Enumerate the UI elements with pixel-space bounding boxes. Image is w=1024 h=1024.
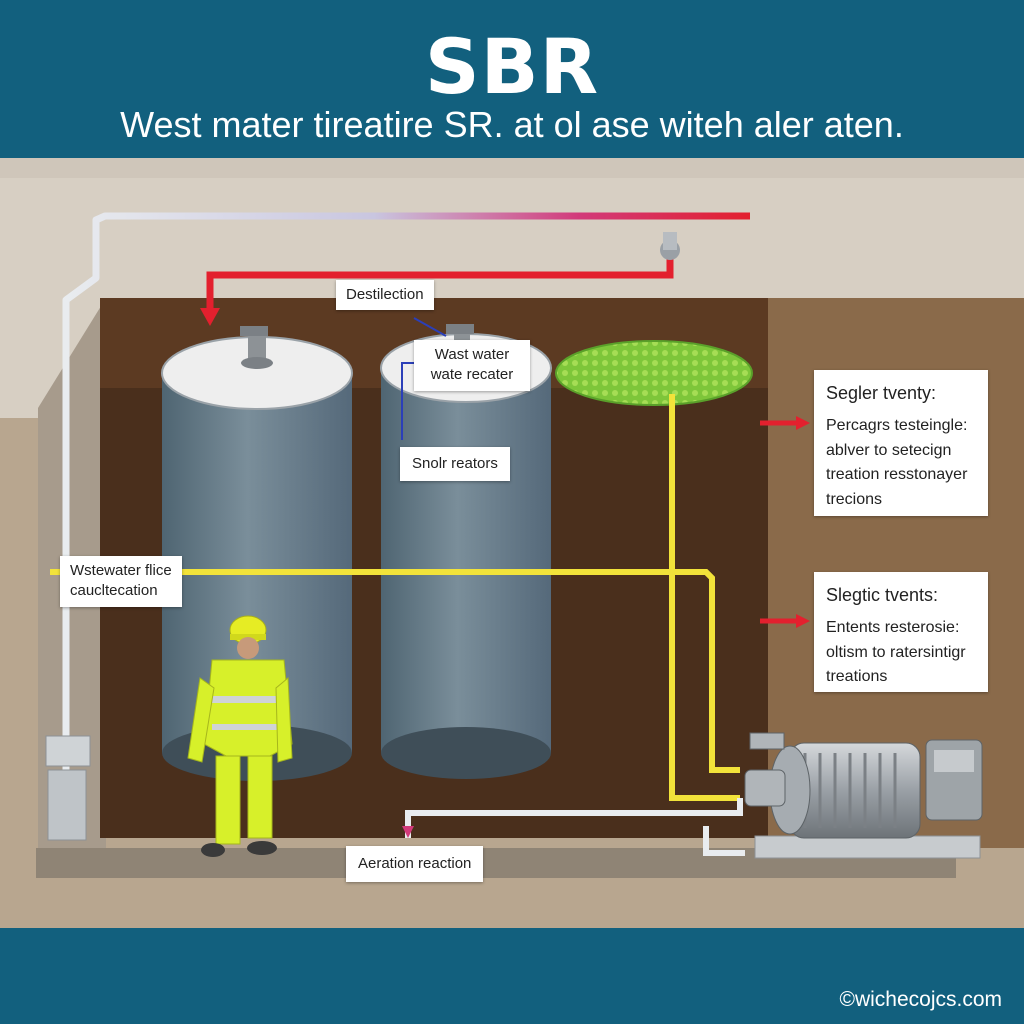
side-panel-slegtic-heading: Slegtic tvents:	[826, 585, 939, 605]
page-subtitle: West mater tireatire SR. at ol ase witeh…	[120, 104, 904, 145]
side-panel-slegtic-line: Entents resterosie:	[826, 618, 960, 636]
worker-figure	[187, 615, 293, 857]
watermark: ©wichecojcs.com	[839, 988, 1002, 1011]
sbr-illustration	[0, 158, 1024, 928]
side-panel-segler-line: trecions	[826, 491, 883, 509]
label-wastewater-reactor-line1: Wast water	[434, 346, 510, 363]
footer-bar	[0, 928, 1024, 1024]
pump-motor	[744, 732, 983, 859]
control-box	[45, 735, 91, 841]
header-bar: SBR West mater tireatire SR. at ol ase w…	[0, 0, 1024, 158]
side-panel-segler: Segler tventy: Percagrs testeingle: ablv…	[814, 370, 988, 516]
label-snolr-reactors: Snolr reators	[400, 447, 510, 482]
label-wastewater-reactor-line2: wate recater	[430, 366, 514, 384]
aeration-mesh	[555, 340, 753, 406]
reactor-tank-right	[380, 324, 552, 779]
side-panel-segler-line: Percagrs testeingle:	[826, 416, 968, 434]
side-panel-segler-line: ablver to setecign	[826, 441, 952, 459]
side-panel-slegtic-line: treations	[826, 668, 888, 686]
label-wastewater-flice: Wstewater flice caucltecation	[60, 556, 182, 607]
label-destilection: Destilection	[336, 280, 434, 311]
diagram-scene: Destilection Wast water wate recater Sno…	[0, 158, 1024, 928]
side-panel-slegtic: Slegtic tvents: Entents resterosie: olti…	[814, 572, 988, 692]
side-panel-slegtic-line: oltism to ratersintigr	[826, 643, 966, 661]
side-panel-segler-line: treation resstonayer	[826, 466, 968, 484]
label-wastewater-reactor: Wast water wate recater	[414, 340, 530, 391]
label-wastewater-flice-line2: caucltecation	[70, 582, 158, 600]
side-panel-segler-heading: Segler tventy:	[826, 383, 937, 403]
label-wastewater-flice-line1: Wstewater flice	[70, 562, 172, 579]
page-title: SBR	[424, 22, 600, 111]
label-aeration-reaction: Aeration reaction	[346, 846, 484, 883]
